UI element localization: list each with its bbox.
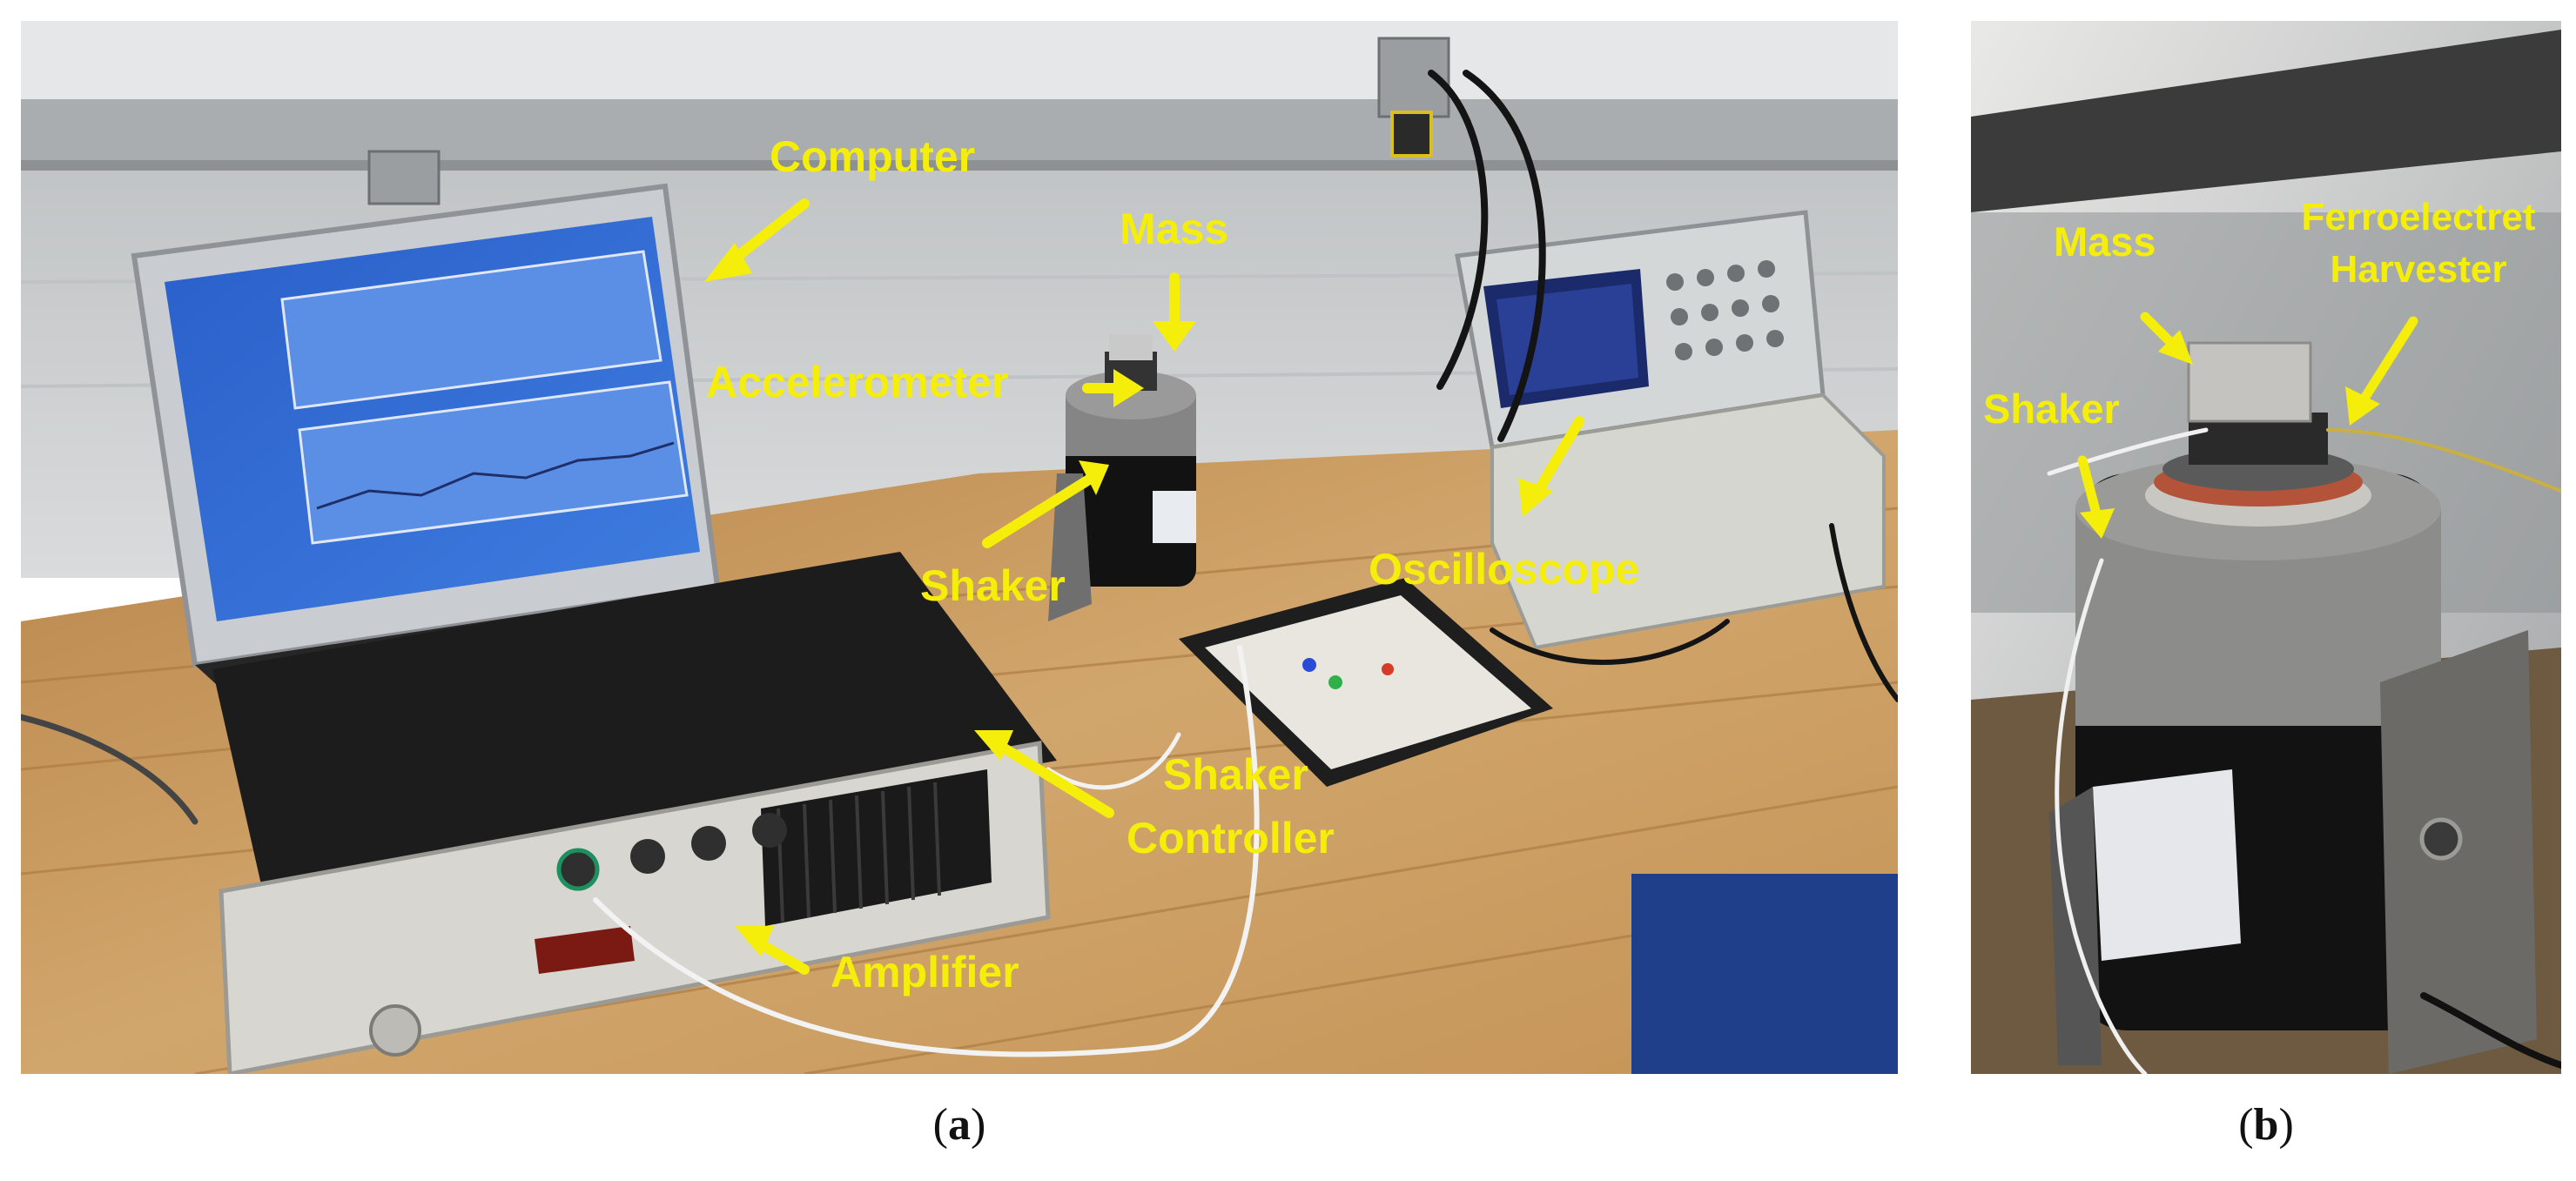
photo-panel-a: Computer Mass Accelerometer Shaker Oscil… bbox=[21, 21, 1898, 1074]
label-harvester-line1: Ferroelectret bbox=[2301, 196, 2535, 238]
mass-block bbox=[2187, 341, 2312, 423]
label-harvester-line2: Harvester bbox=[2330, 248, 2506, 291]
wall-outlet bbox=[367, 150, 441, 205]
label-amplifier: Amplifier bbox=[831, 948, 1019, 996]
label-mass: Mass bbox=[1120, 205, 1228, 253]
label-shaker: Shaker bbox=[1983, 386, 2120, 432]
label-shaker-controller-line2: Controller bbox=[1127, 814, 1335, 862]
caption-b: (b) bbox=[2238, 1100, 2294, 1150]
mounting-bracket bbox=[2380, 630, 2537, 1074]
shaker-controller-box bbox=[212, 552, 1057, 900]
shaker-closeup-photo: Mass Shaker Ferroelectret Harvester bbox=[1971, 21, 2561, 1074]
annotation-arrows bbox=[2077, 312, 2418, 539]
mass-block bbox=[1109, 334, 1153, 360]
photo-panel-b: Mass Shaker Ferroelectret Harvester bbox=[1971, 21, 2561, 1074]
breadboard bbox=[1205, 595, 1531, 769]
label-computer: Computer bbox=[770, 132, 975, 181]
shaker-label bbox=[2093, 769, 2241, 961]
label-accelerometer: Accelerometer bbox=[706, 358, 1008, 406]
label-oscilloscope: Oscilloscope bbox=[1369, 545, 1639, 594]
lab-setup-photo: Computer Mass Accelerometer Shaker Oscil… bbox=[21, 21, 1898, 1074]
blue-cabinet bbox=[1631, 874, 1898, 1074]
label-shaker-controller-line1: Shaker bbox=[1163, 750, 1308, 799]
label-mass: Mass bbox=[2054, 218, 2156, 265]
caption-a: (a) bbox=[932, 1100, 986, 1150]
caption-letter-b: b bbox=[2253, 1100, 2279, 1150]
signal-unit bbox=[1490, 393, 1886, 650]
label-shaker: Shaker bbox=[920, 561, 1066, 610]
caption-letter-a: a bbox=[948, 1100, 971, 1150]
annotation-arrows bbox=[704, 198, 1584, 975]
